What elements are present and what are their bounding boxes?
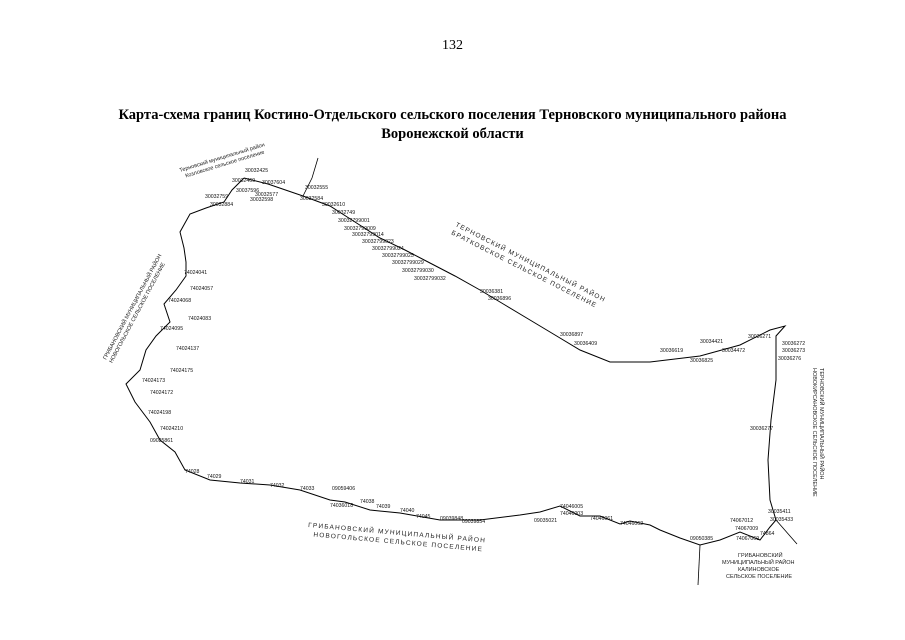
point-label: 09039848 — [440, 516, 463, 522]
point-label: 09059406 — [332, 486, 355, 492]
point-label: 30032799030 — [402, 268, 434, 274]
region-settlement: НОВОГОЛЬСКОЕ СЕЛЬСКОЕ ПОСЕЛЕНИЕ — [109, 262, 167, 365]
point-label: 30032577 — [255, 192, 278, 198]
region-label-south-east: ГРИБАНОВСКИЙ МУНИЦИПАЛЬНЫЙ РАЙОН КАЛИНОВ… — [722, 551, 795, 580]
point-label: 74038 — [360, 499, 375, 505]
point-label: 30036825 — [690, 358, 713, 364]
point-labels: 30032425 30032469 300375963003257730032598… — [142, 168, 805, 542]
point-label: 30036272 — [782, 341, 805, 347]
point-label: 74024172 — [150, 390, 173, 396]
point-label: 74046005 — [560, 504, 583, 510]
point-label: 09025861 — [150, 438, 173, 444]
region-label-west: ГРИБАНОВСКИЙ МУНИЦИПАЛЬНЫЙ РАЙОН НОВОГОЛ… — [101, 252, 167, 365]
point-label: 30036897 — [560, 332, 583, 338]
point-label: 74036018 — [330, 503, 353, 509]
point-label: 74024175 — [170, 368, 193, 374]
point-label: 30032749 — [332, 210, 355, 216]
region-district: ГРИБАНОВСКИЙ МУНИЦИПАЛЬНЫЙ РАЙОН — [101, 252, 164, 360]
point-label: 74024083 — [188, 316, 211, 322]
region-label-south: ГРИБАНОВСКИЙ МУНИЦИПАЛЬНЫЙ РАЙОН НОВОГОЛ… — [308, 520, 487, 553]
point-label: 30032584 — [300, 196, 323, 202]
point-label: 74046003 — [560, 511, 583, 517]
point-label: 74067009 — [735, 526, 758, 532]
point-label: 74032 — [270, 483, 285, 489]
point-label: 74039 — [376, 504, 391, 510]
point-label: 30032799014 — [352, 232, 384, 238]
point-label: 30032799023 — [362, 239, 394, 245]
point-label: 30032598 — [250, 197, 273, 203]
point-label: 30035411 — [768, 509, 791, 515]
page-title: Карта-схема границ Костино-Отдельского с… — [0, 106, 905, 144]
region-district-2: МУНИЦИПАЛЬНЫЙ РАЙОН — [722, 558, 795, 566]
point-label: 74029 — [207, 474, 222, 480]
point-label: 74024068 — [168, 298, 191, 304]
point-label: 74024041 — [184, 270, 207, 276]
point-label: 74046061 — [590, 516, 613, 522]
point-label: 74067012 — [730, 518, 753, 524]
point-label: 74031 — [240, 479, 255, 485]
district-boundary-east — [775, 519, 798, 545]
point-label: 09050385 — [690, 536, 713, 542]
point-label: 30032759 — [205, 194, 228, 200]
point-label: 30032799024 — [372, 246, 404, 252]
point-label: 30032799032 — [414, 276, 446, 282]
point-label: 30037604 — [262, 180, 285, 186]
point-label: 30036276 — [778, 356, 801, 362]
region-label-north-east: ТЕРНОВСКИЙ МУНИЦИПАЛЬНЫЙ РАЙОН БРАТКОВСК… — [450, 220, 608, 310]
settlement-boundary — [125, 177, 787, 546]
region-label-east: ТЕРНОВСКИЙ МУНИЦИПАЛЬНЫЙ РАЙОН НОВОКИРСА… — [811, 368, 826, 497]
region-district: ТЕРНОВСКИЙ МУНИЦИПАЛЬНЫЙ РАЙОН — [454, 220, 608, 304]
point-label: 74028 — [185, 469, 200, 475]
point-label: 30032799001 — [338, 218, 370, 224]
point-label: 74033 — [300, 486, 315, 492]
point-label: 74045 — [416, 514, 431, 520]
point-label: 74067069 — [736, 536, 759, 542]
point-label: 30032799009 — [344, 226, 376, 232]
point-label: 74864 — [760, 531, 775, 537]
point-label: 30034472 — [722, 348, 745, 354]
point-label: 30036896 — [488, 296, 511, 302]
point-label: 30032469 — [232, 178, 255, 184]
point-label: 30032425 — [245, 168, 268, 174]
point-label: 30032799029 — [392, 260, 424, 266]
title-line-1: Карта-схема границ Костино-Отдельского с… — [118, 107, 787, 123]
point-label: 30036271 — [748, 334, 771, 340]
point-label: 09039854 — [462, 519, 485, 525]
point-label: 30036273 — [782, 348, 805, 354]
point-label: 30035433 — [770, 517, 793, 523]
point-label: 30032799025 — [382, 253, 414, 259]
point-label: 30036277 — [750, 426, 773, 432]
point-label: 74024210 — [160, 426, 183, 432]
point-label: 30034421 — [700, 339, 723, 345]
point-label: 30032884 — [210, 202, 233, 208]
region-settlement-2: СЕЛЬСКОЕ ПОСЕЛЕНИЕ — [726, 574, 792, 580]
point-label: 74024057 — [190, 286, 213, 292]
point-label: 30037596 — [236, 188, 259, 194]
region-settlement: НОВОКИРСАНОВСКОЕ СЕЛЬСКОЕ ПОСЕЛЕНИЕ — [811, 368, 817, 497]
point-label: 74024137 — [176, 346, 199, 352]
region-label-top-left: Терновский муниципальный район Козловско… — [179, 141, 266, 179]
point-label: 09035021 — [534, 518, 557, 524]
region-settlement: БРАТКОВСКОЕ СЕЛЬСКОЕ ПОСЕЛЕНИЕ — [450, 230, 598, 310]
page-number: 132 — [442, 38, 463, 53]
point-label: 30036381 — [480, 289, 503, 295]
point-label: 74040 — [400, 508, 415, 514]
title-line-2: Воронежской области — [381, 126, 524, 142]
point-label: 74024198 — [148, 410, 171, 416]
point-label: 30032555 — [305, 185, 328, 191]
point-label: 74024173 — [142, 378, 165, 384]
point-label: 74024095 — [160, 326, 183, 332]
district-boundary-north — [302, 157, 319, 197]
point-label: 30036409 — [574, 341, 597, 347]
region-district: ГРИБАНОВСКИЙ — [738, 551, 783, 559]
region-settlement: КАЛИНОВСКОЕ — [738, 567, 780, 573]
point-label: 30032610 — [322, 202, 345, 208]
region-district: ТЕРНОВСКИЙ МУНИЦИПАЛЬНЫЙ РАЙОН — [818, 368, 826, 480]
point-label: 30036619 — [660, 348, 683, 354]
district-boundary-south — [697, 544, 701, 586]
point-label: 74046062 — [620, 521, 643, 527]
